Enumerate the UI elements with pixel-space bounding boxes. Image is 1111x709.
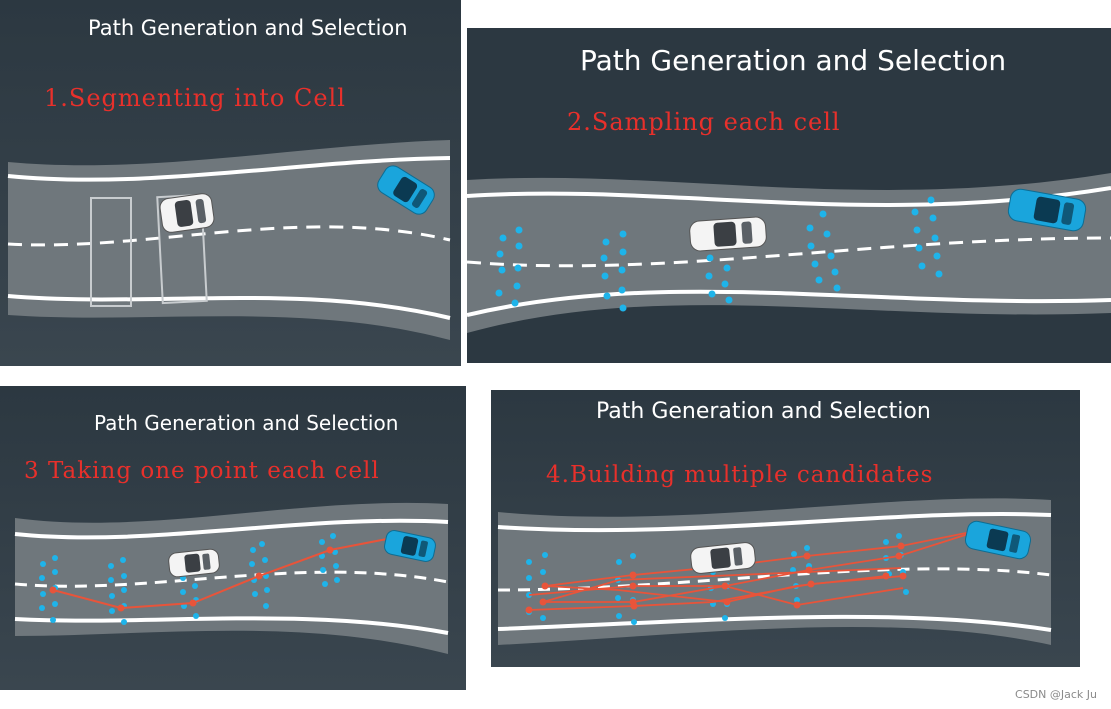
road	[498, 498, 1051, 645]
panel-sampling: Path Generation and Selection 2.Sampling…	[467, 28, 1111, 363]
lane-centerline	[7, 225, 451, 247]
road-edge-bottom	[14, 616, 449, 635]
sample-points	[39, 533, 340, 625]
panel-title: Path Generation and Selection	[580, 44, 1007, 77]
panel-building-candidates: Path Generation and Selection 4.Building…	[491, 390, 1080, 667]
panel-taking-point: Path Generation and Selection 3 Taking o…	[0, 386, 466, 690]
step-label: 3 Taking one point each cell	[24, 458, 380, 484]
lane-centerline	[14, 570, 449, 588]
road	[8, 140, 450, 340]
step-label: 1.Segmenting into Cell	[44, 84, 346, 112]
road-diagram-3	[0, 386, 466, 690]
white-car-icon	[168, 548, 220, 578]
blue-car-icon	[1007, 188, 1087, 232]
white-car-icon	[690, 542, 756, 574]
blue-car-icon	[384, 530, 436, 562]
path-line	[544, 529, 982, 587]
white-car-icon	[689, 216, 767, 252]
path-line	[542, 567, 902, 603]
step-label: 4.Building multiple candidates	[546, 462, 934, 488]
path-points	[49, 546, 334, 612]
path-line	[52, 537, 393, 610]
panel-title: Path Generation and Selection	[94, 411, 399, 435]
road-edge-bottom	[467, 289, 1111, 317]
road-edge-top	[7, 156, 451, 182]
road-diagram-1	[0, 0, 461, 366]
panel-title: Path Generation and Selection	[596, 399, 931, 424]
road-diagram-4	[491, 390, 1080, 667]
panel-segmenting: Path Generation and Selection 1.Segmenti…	[0, 0, 461, 366]
watermark: CSDN @Jack Ju	[1015, 688, 1097, 701]
lane-centerline	[467, 236, 1111, 268]
road-edge-top	[14, 518, 449, 540]
road-edge-bottom	[497, 614, 1052, 632]
step-label: 2.Sampling each cell	[567, 108, 841, 136]
road-edge-top	[497, 512, 1052, 533]
panel-title: Path Generation and Selection	[88, 16, 408, 40]
blue-car-icon	[377, 165, 435, 215]
path-line	[543, 529, 982, 603]
cell-box	[90, 197, 132, 307]
sample-points	[495, 196, 943, 312]
blue-car-icon	[964, 520, 1032, 560]
cell-box	[156, 193, 208, 305]
road-edge-bottom	[7, 294, 451, 320]
white-car-icon	[159, 193, 215, 233]
road-diagram-2	[467, 28, 1111, 363]
road	[15, 502, 448, 654]
